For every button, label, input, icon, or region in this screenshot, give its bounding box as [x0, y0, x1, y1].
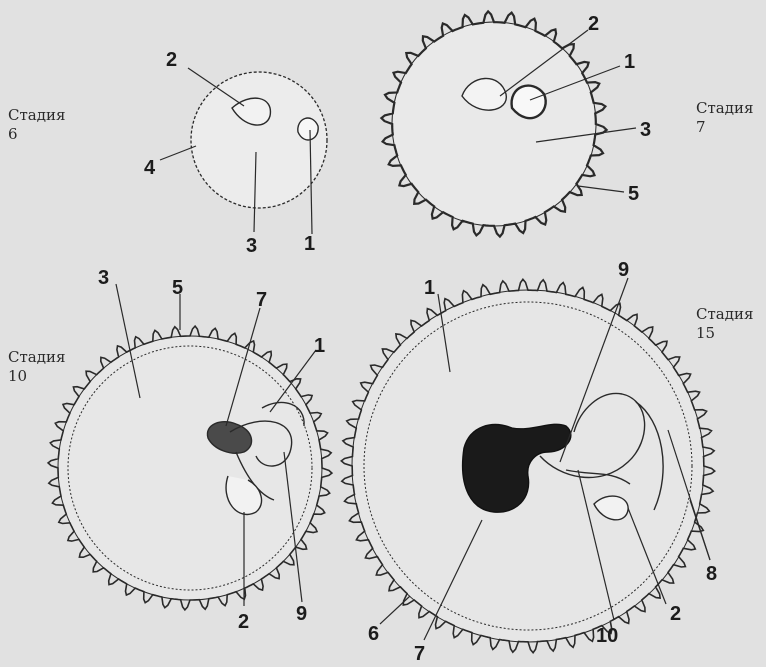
s15-callout-2: 2 [670, 603, 681, 625]
s10-callout-5: 5 [172, 277, 183, 299]
s7-callout-3: 3 [640, 119, 651, 141]
s6-callout-3: 3 [246, 235, 257, 257]
s15-callout-9: 9 [618, 259, 629, 281]
s6-callout-2: 2 [166, 49, 177, 71]
s10-callout-7: 7 [256, 289, 267, 311]
s15-callout-7: 7 [414, 643, 425, 665]
s10-callout-1: 1 [314, 335, 325, 357]
s15-callout-8: 8 [706, 563, 717, 585]
s15-callout-10: 10 [596, 625, 618, 647]
s6-callout-1: 1 [304, 233, 315, 255]
s15-callout-6: 6 [368, 623, 379, 645]
s6-callout-4: 4 [144, 157, 156, 179]
s6-vesicle-1 [298, 118, 318, 140]
s7-callout-1: 1 [624, 51, 635, 73]
s10-callout-3: 3 [98, 267, 109, 289]
s7-callout-5: 5 [628, 183, 639, 205]
s7-vesicle-1 [512, 86, 546, 119]
s10-callout-2: 2 [238, 611, 249, 633]
membrane-outlines [48, 11, 715, 652]
s7-callout-2: 2 [588, 13, 599, 35]
s10-body [58, 336, 322, 600]
s15-callout-1: 1 [424, 277, 435, 299]
s10-callout-9: 9 [296, 603, 307, 625]
